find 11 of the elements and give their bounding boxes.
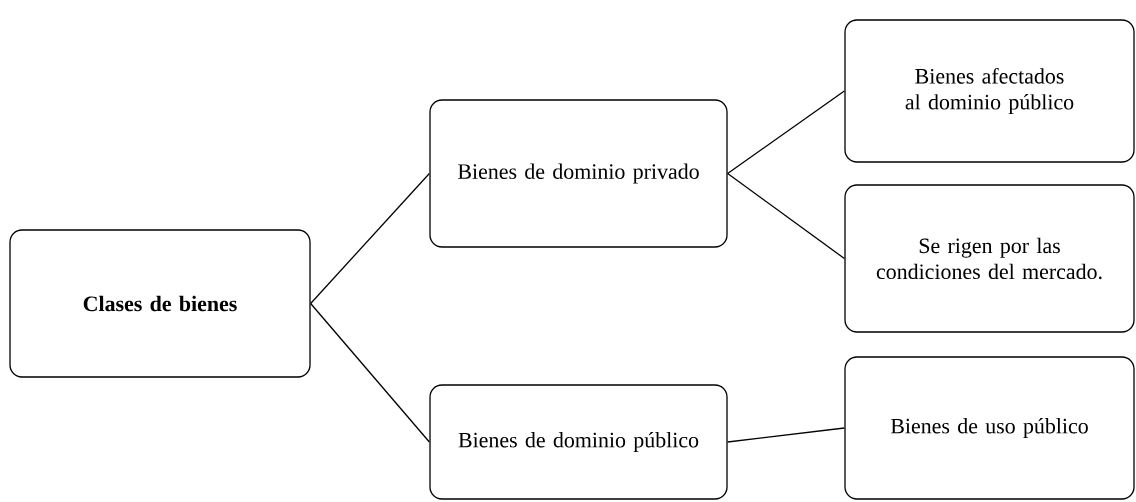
connector-line [727, 90, 845, 175]
connector-line [310, 302, 430, 443]
text-box: Clases de bienes [9, 229, 311, 378]
connector-line [310, 172, 430, 305]
connector-line [727, 172, 845, 260]
text-box: Bienes de dominio público [429, 384, 728, 500]
text-box: Bienes afectados al dominio público [844, 19, 1135, 163]
text-box: Bienes de uso público [844, 356, 1135, 500]
connector-line [727, 427, 845, 443]
text-box: Se rigen por las condiciones del mercado. [844, 184, 1135, 333]
text-box: Bienes de dominio privado [429, 99, 728, 248]
